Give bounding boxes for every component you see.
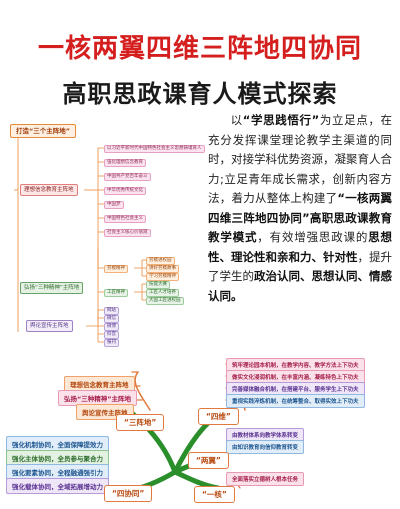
mindmap-top-connectors [14, 136, 146, 343]
leaf: 中国梦 [104, 201, 124, 209]
leaf: 社会主义核心价值观 [104, 229, 151, 237]
branch-ideal-belief: 理想信念教育主阵地 [20, 184, 78, 196]
category-two-wings: “两翼” [188, 452, 229, 469]
emphasis: 政治认同、思想认同、情感认同。 [208, 269, 392, 303]
intro-paragraph: 以“学思践悟行”为立足点，在充分发挥课堂理论教学主渠道的同时，对接学科优势资源，… [208, 111, 392, 306]
leaf: 中国特色社会主义 [104, 215, 146, 223]
emphasis: 思想性、理论性和亲和力、针对性 [208, 230, 393, 264]
leaf: 强化理想信念教育 [104, 159, 146, 167]
leaf: 技能大赛 [146, 281, 170, 289]
text: 为立足点，在充分发挥课堂理论教学主渠道的同时，对接学科优势资源，凝聚育人合力;立… [208, 113, 393, 205]
leaf: 抖音 [104, 331, 119, 339]
branch-three-spirits: 弘扬“三种精神”主阵地 [20, 282, 84, 294]
branch-public-opinion: 舆论宣传主阵地 [26, 320, 73, 332]
category-one-core: “一核” [194, 486, 235, 503]
main-title-line2: 高职思政课育人模式探索 [62, 80, 338, 108]
emphasis: “一核两翼四维三阵地四协同” [208, 191, 392, 225]
text: ，提升了学生的 [208, 249, 392, 284]
leaf: 工匠人才培养 [146, 289, 179, 297]
leaf: 劳模进校园 [146, 257, 175, 265]
leaf: 微信 [104, 315, 119, 323]
group: 劳模精神 [104, 265, 128, 273]
mindmap-top: 打造“三个主阵地” 理想信念教育主阵地 以习近平新时代中国特色社会主义思想铸魂育… [6, 114, 218, 350]
mindmap-root: 打造“三个主阵地” [10, 124, 77, 138]
right-siwei-item: 重视实践淬炼机制，在统筹整合、取得实效上下功夫 [226, 394, 365, 408]
mindmap-bottom: 理想信念教育主阵地 弘扬“三种精神”主阵地 舆论宣传主阵地 “三阵地” 强化机制… [0, 352, 400, 509]
group: 工匠精神 [104, 289, 128, 297]
right-yihe-item: 全面落实立德树人根本任务 [226, 472, 305, 486]
leaf: 微博 [104, 323, 119, 331]
leaf: 以习近平新时代中国特色社会主义思想铸魂育人 [104, 145, 205, 153]
emphasis: 高职思政课教育教学模式 [208, 210, 393, 245]
left-bottom-item: 强化载体协同，全域拓展增动力 [6, 478, 109, 494]
leaf: 讲好劳模故事 [146, 265, 179, 273]
text: 以 [230, 113, 243, 127]
leaf: 中华优秀传统文化 [104, 187, 146, 195]
category-three-positions: “三阵地” [116, 414, 165, 431]
leaf: 大国工匠进校园 [146, 297, 184, 305]
leaf: 学习劳模精神 [146, 273, 179, 281]
leaf: 网站 [104, 307, 119, 315]
text: ，有效增强思政课的 [257, 230, 369, 244]
main-title-line1: 一核两翼四维三阵地四协同 [37, 34, 362, 64]
leaf: 报刊 [104, 339, 119, 347]
category-four-dimensions: “四维” [198, 408, 239, 425]
leaf: 中国共产党百年奋斗 [104, 173, 151, 181]
category-four-synergies: “四协同” [104, 485, 153, 502]
emphasis: “学思践悟行” [242, 113, 320, 127]
right-liangyi-item: 由知识教育向信仰教育转变 [226, 440, 305, 454]
